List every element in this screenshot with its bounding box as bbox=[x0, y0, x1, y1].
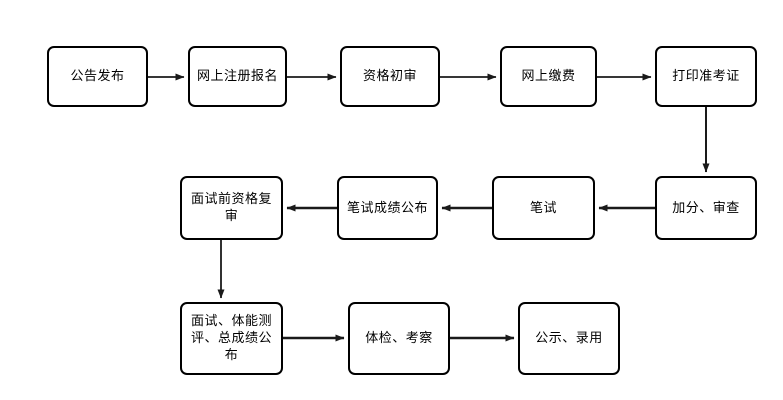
flow-node-written-exam[interactable]: 笔试 bbox=[492, 176, 595, 240]
flow-node-label: 网上注册报名 bbox=[196, 69, 278, 84]
flow-node-written-exam-results[interactable]: 笔试成绩公布 bbox=[337, 176, 438, 240]
flow-node-medical-and-investigation[interactable]: 体检、考察 bbox=[348, 302, 450, 375]
flow-node-label: 资格初审 bbox=[362, 69, 417, 84]
flow-node-label: 面试、体能测评、总成绩公布 bbox=[190, 314, 272, 363]
flow-node-label: 打印准考证 bbox=[672, 69, 740, 84]
flow-node-label: 笔试成绩公布 bbox=[346, 200, 428, 216]
flow-node-label: 网上缴费 bbox=[521, 69, 576, 84]
flow-node-print-admission-ticket[interactable]: 打印准考证 bbox=[655, 46, 757, 107]
flow-node-pre-interview-requalification[interactable]: 面试前资格复审 bbox=[180, 176, 283, 240]
flow-node-label: 公告发布 bbox=[70, 69, 125, 84]
flow-node-bonus-points-review[interactable]: 加分、审查 bbox=[655, 176, 757, 240]
flow-node-label: 面试前资格复审 bbox=[190, 192, 272, 224]
flow-node-label: 笔试 bbox=[529, 200, 557, 216]
flow-node-publicity-and-employment[interactable]: 公示、录用 bbox=[518, 302, 620, 375]
flow-node-preliminary-qualification-review[interactable]: 资格初审 bbox=[340, 46, 440, 107]
flow-node-label: 加分、审查 bbox=[672, 200, 740, 216]
flow-node-label: 体检、考察 bbox=[365, 331, 433, 346]
flow-node-announcement[interactable]: 公告发布 bbox=[47, 46, 148, 107]
flow-node-label: 公示、录用 bbox=[535, 331, 603, 346]
flow-node-interview-physical-total-score[interactable]: 面试、体能测评、总成绩公布 bbox=[180, 302, 283, 375]
flow-node-online-registration[interactable]: 网上注册报名 bbox=[188, 46, 287, 107]
flow-node-online-payment[interactable]: 网上缴费 bbox=[500, 46, 597, 107]
